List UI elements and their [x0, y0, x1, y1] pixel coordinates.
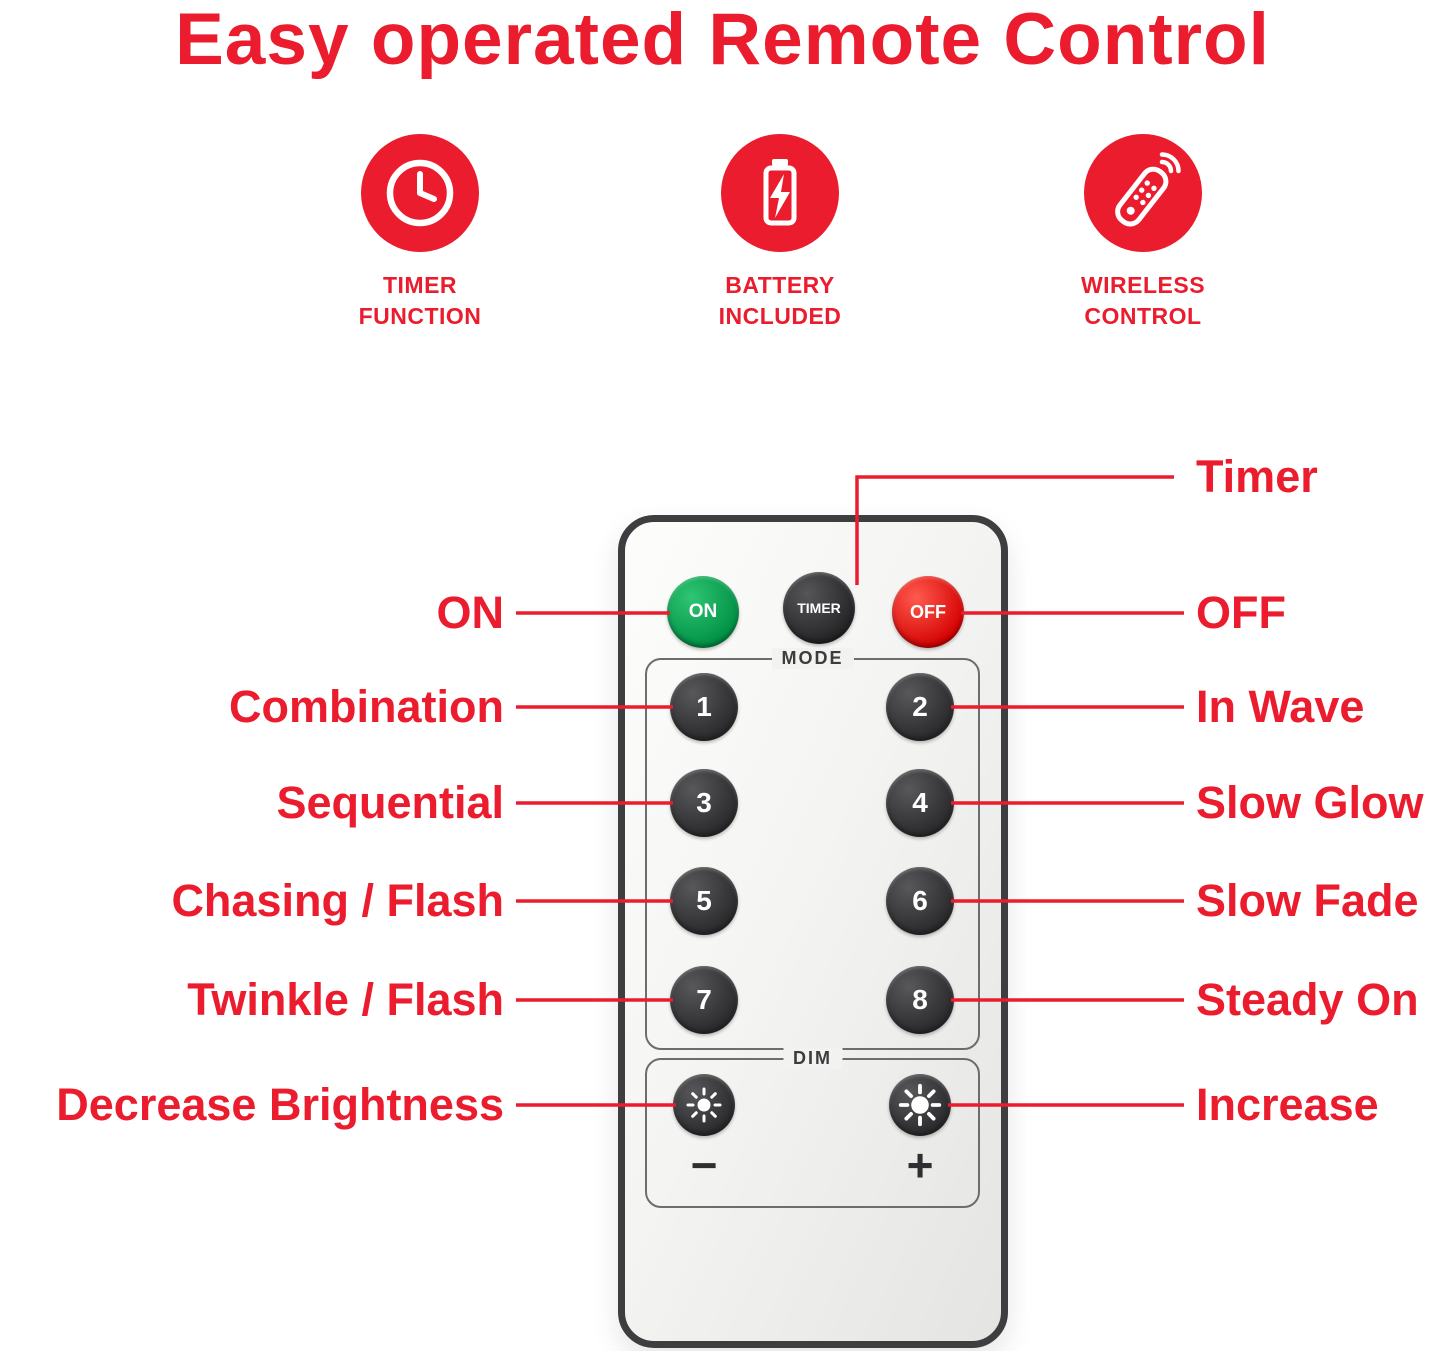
mode-button-1[interactable]: 1: [670, 673, 738, 741]
callout-increase-label: Increase: [1196, 1079, 1379, 1130]
callout-off-label: OFF: [1196, 587, 1286, 638]
mode-button-5[interactable]: 5: [670, 867, 738, 935]
dim-section: DIM: [645, 1048, 980, 1208]
mode-section-label: MODE: [771, 648, 854, 669]
remote-icon: [1084, 134, 1202, 252]
battery-icon: [721, 134, 839, 252]
callout-on-label: ON: [436, 587, 505, 638]
mode-button-7[interactable]: 7: [670, 966, 738, 1034]
callout-sequential-label: Sequential: [276, 777, 504, 828]
dim-section-label: DIM: [783, 1048, 842, 1069]
feature-label-battery: BATTERY INCLUDED: [718, 272, 842, 330]
mode-section: MODE 1 2 3 4 5 6 7 8: [645, 648, 980, 1050]
timer-button[interactable]: TIMER: [783, 572, 855, 644]
page-title: Easy operated Remote Control: [175, 0, 1270, 80]
feature-label-timer: TIMER FUNCTION: [358, 272, 482, 330]
clock-icon: [361, 134, 479, 252]
minus-sign: −: [690, 1139, 718, 1191]
feature-label-wireless: WIRELESS CONTROL: [1080, 272, 1206, 330]
mode-button-4[interactable]: 4: [886, 769, 954, 837]
brightness-increase-icon: [898, 1083, 942, 1127]
feature-wireless-control: WIRELESS CONTROL: [993, 133, 1293, 332]
callout-steady-on-label: Steady On: [1196, 974, 1419, 1025]
mode-button-6[interactable]: 6: [886, 867, 954, 935]
callout-slow-fade-label: Slow Fade: [1196, 875, 1419, 926]
plus-sign: +: [906, 1139, 934, 1191]
callout-twinkle-flash-label: Twinkle / Flash: [187, 974, 504, 1025]
dim-decrease-button[interactable]: [673, 1074, 735, 1136]
callout-timer-label: Timer: [1196, 451, 1318, 502]
mode-button-2[interactable]: 2: [886, 673, 954, 741]
mode-button-8[interactable]: 8: [886, 966, 954, 1034]
mode-button-3[interactable]: 3: [670, 769, 738, 837]
callout-in-wave-label: In Wave: [1196, 681, 1365, 732]
feature-timer-function: TIMER FUNCTION: [270, 133, 570, 332]
callout-slow-glow-label: Slow Glow: [1196, 777, 1424, 828]
callout-decrease-brightness-label: Decrease Brightness: [56, 1079, 504, 1130]
off-button[interactable]: OFF: [892, 576, 964, 648]
on-button[interactable]: ON: [667, 576, 739, 648]
callout-chasing-flash-label: Chasing / Flash: [171, 875, 504, 926]
callout-combination-label: Combination: [229, 681, 504, 732]
feature-battery-included: BATTERY INCLUDED: [630, 133, 930, 332]
remote-control: ON TIMER OFF MODE 1 2 3 4 5 6 7 8 DIM: [618, 515, 1008, 1348]
brightness-decrease-icon: [686, 1087, 722, 1123]
dim-increase-button[interactable]: [889, 1074, 951, 1136]
